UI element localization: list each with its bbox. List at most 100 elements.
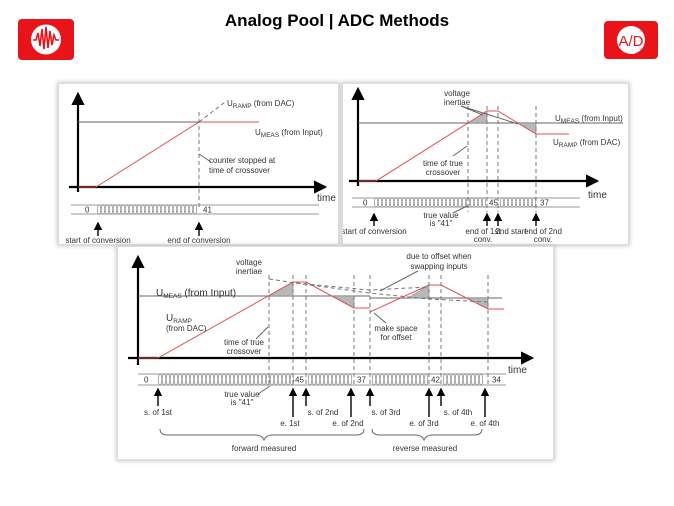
- marker-s1: s. of 1st: [144, 408, 173, 417]
- ramp-continuation: [198, 101, 226, 123]
- marker-s2: s. of 2nd: [308, 408, 339, 417]
- clock-tick: [343, 373, 349, 386]
- clock-tick: [531, 197, 537, 208]
- true-value-label-2: is "41": [430, 219, 453, 228]
- clock-tick: [120, 204, 126, 215]
- count-0: 0: [144, 376, 149, 385]
- marker-e4: e. of 4th: [471, 419, 500, 428]
- clock-tick: [285, 373, 291, 386]
- clock-tick: [221, 373, 227, 386]
- clock-tick: [466, 373, 472, 386]
- forward-label: forward measured: [232, 444, 296, 453]
- clock-tick: [446, 373, 452, 386]
- true-value-label-2: is "41": [231, 398, 254, 407]
- time-label: time: [588, 190, 607, 201]
- clock-tick: [192, 204, 198, 215]
- time-label: time: [317, 193, 336, 204]
- u-ramp-forward: [138, 281, 370, 359]
- inertiae-label: voltage: [236, 258, 262, 267]
- clock-tick: [391, 373, 397, 386]
- clock-tick: [261, 373, 267, 386]
- clock-tick: [277, 373, 283, 386]
- counter-note: counter stopped at: [209, 156, 276, 165]
- clock-tick: [470, 373, 476, 386]
- marker-s4: s. of 4th: [444, 408, 472, 417]
- clock-tick: [377, 197, 383, 208]
- page-title: Analog Pool | ADC Methods: [224, 11, 450, 30]
- clock-tick: [449, 197, 455, 208]
- clock-tick: [319, 373, 325, 386]
- clock-tick: [450, 373, 456, 386]
- u-meas-label: UMEAS (from Input): [255, 128, 323, 139]
- crossover-label: time of true: [423, 159, 464, 168]
- clock-tick: [515, 197, 521, 208]
- clock-tick: [160, 204, 166, 215]
- marker-arrows: [153, 387, 490, 417]
- offset-note-2: swapping inputs: [410, 262, 467, 271]
- clock-tick: [465, 197, 471, 208]
- clock-tick: [381, 197, 387, 208]
- ad-logo-text: A/D: [618, 33, 643, 50]
- clock-tick: [403, 373, 409, 386]
- counter-strip: [138, 373, 506, 386]
- clock-tick: [527, 197, 533, 208]
- clock-tick: [116, 204, 122, 215]
- u-ramp-label-2: (from DAC): [166, 324, 207, 333]
- waveform-logo: [18, 19, 74, 60]
- end-label: end of conversion: [167, 236, 230, 244]
- clock-tick: [197, 373, 203, 386]
- count-41: 41: [203, 206, 212, 215]
- clock-tick: [307, 373, 313, 386]
- marker-s3: s. of 3rd: [372, 408, 401, 417]
- u-ramp-label: URAMP (from DAC): [227, 99, 295, 110]
- clock-tick: [425, 197, 431, 208]
- clock-tick: [168, 204, 174, 215]
- clock-tick: [273, 373, 279, 386]
- clock-tick: [469, 197, 475, 208]
- clock-tick: [311, 373, 317, 386]
- clock-tick: [184, 204, 190, 215]
- clock-tick: [128, 204, 134, 215]
- crossover-label-2: crossover: [426, 168, 461, 177]
- clock-tick: [421, 197, 427, 208]
- clock-tick: [383, 373, 389, 386]
- clock-tick: [165, 373, 171, 386]
- clock-tick: [433, 197, 439, 208]
- clock-tick: [249, 373, 255, 386]
- clock-tick: [253, 373, 259, 386]
- clock-tick: [229, 373, 235, 386]
- clock-tick: [411, 373, 417, 386]
- clock-tick: [193, 373, 199, 386]
- clock-tick: [172, 204, 178, 215]
- diagram-inertia: time voltage inertiae UMEAS (from Input)…: [341, 83, 629, 245]
- clock-tick: [157, 373, 163, 386]
- clock-tick: [327, 373, 333, 386]
- clock-tick: [375, 373, 381, 386]
- clock-tick: [453, 197, 459, 208]
- clock-tick: [462, 373, 468, 386]
- clock-tick: [474, 373, 480, 386]
- dashed-markers: [268, 275, 489, 387]
- reverse-brace: [371, 428, 483, 442]
- start-label: start of conversion: [343, 227, 407, 236]
- clock-tick: [437, 197, 443, 208]
- clock-tick: [519, 197, 525, 208]
- clock-tick: [387, 373, 393, 386]
- end-2nd-label: end of 2nd: [524, 227, 562, 236]
- clock-tick: [323, 373, 329, 386]
- u-ramp-label: URAMP: [166, 313, 192, 325]
- clock-tick: [373, 197, 379, 208]
- marker-e2: e. of 2nd: [332, 419, 363, 428]
- clock-tick: [393, 197, 399, 208]
- count-0: 0: [363, 199, 368, 208]
- clock-tick: [281, 373, 287, 386]
- clock-tick: [405, 197, 411, 208]
- counter-strip: [71, 204, 319, 215]
- end-1st-label: end of 1st: [465, 227, 501, 236]
- clock-tick: [257, 373, 263, 386]
- clock-tick: [397, 197, 403, 208]
- time-label: time: [508, 365, 527, 376]
- clock-tick: [189, 373, 195, 386]
- reverse-label: reverse measured: [393, 444, 457, 453]
- clock-tick: [315, 373, 321, 386]
